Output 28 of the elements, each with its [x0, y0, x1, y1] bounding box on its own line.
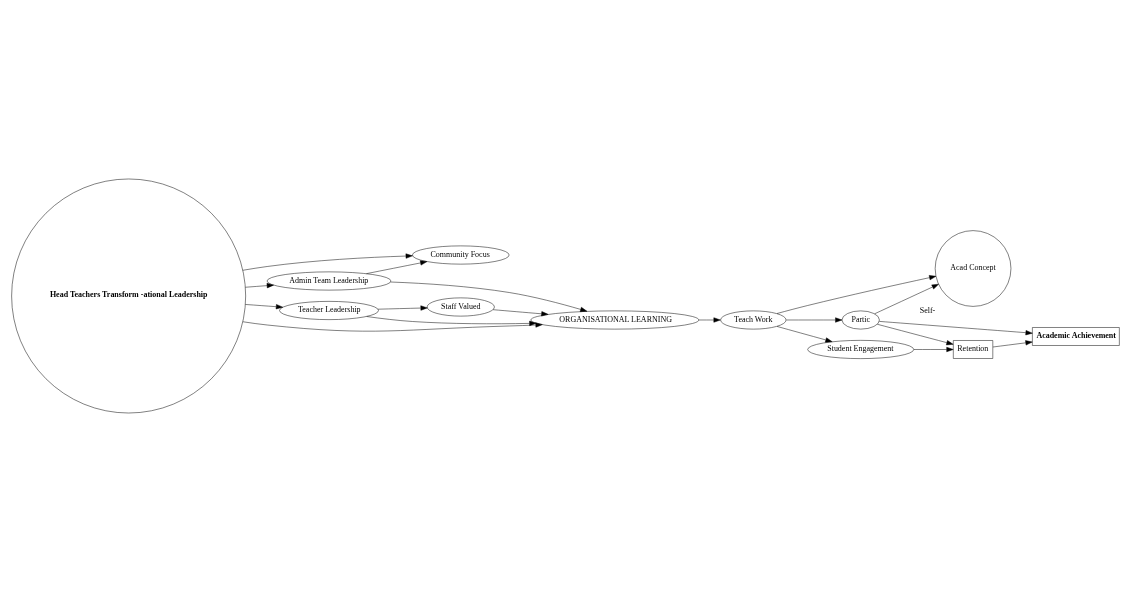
- arrow: [377, 305, 428, 311]
- arrow: [245, 283, 274, 289]
- arrow: [874, 284, 939, 315]
- node-ellipse: Teach Work: [720, 310, 787, 330]
- arrow: [366, 260, 428, 274]
- node-ellipse: Partic: [841, 310, 880, 330]
- node-circle: Head Teachers Transform -ational Leadership: [11, 178, 246, 414]
- arrow: [992, 340, 1033, 348]
- arrow: [366, 316, 537, 326]
- node-box: Retention: [953, 340, 994, 359]
- arrow: [786, 317, 843, 323]
- node-label: Self-: [919, 305, 936, 315]
- arrow: [242, 253, 413, 271]
- arrow: [877, 324, 954, 346]
- arrow: [245, 304, 283, 310]
- node-ellipse: Teacher Leadership: [279, 301, 379, 320]
- arrow: [913, 346, 954, 352]
- arrow: [492, 309, 549, 317]
- arrow: [242, 321, 543, 332]
- arrow: [879, 321, 1033, 336]
- node-circle: Acad Concept: [934, 230, 1012, 307]
- arrow: [776, 326, 833, 343]
- arrow: [390, 281, 588, 312]
- node-ellipse: Student Engagement: [807, 340, 914, 359]
- node-box: Academic Achievement: [1032, 327, 1120, 346]
- node-ellipse: Staff Valued: [426, 297, 495, 317]
- arrow: [776, 275, 937, 314]
- arrow: [698, 317, 721, 323]
